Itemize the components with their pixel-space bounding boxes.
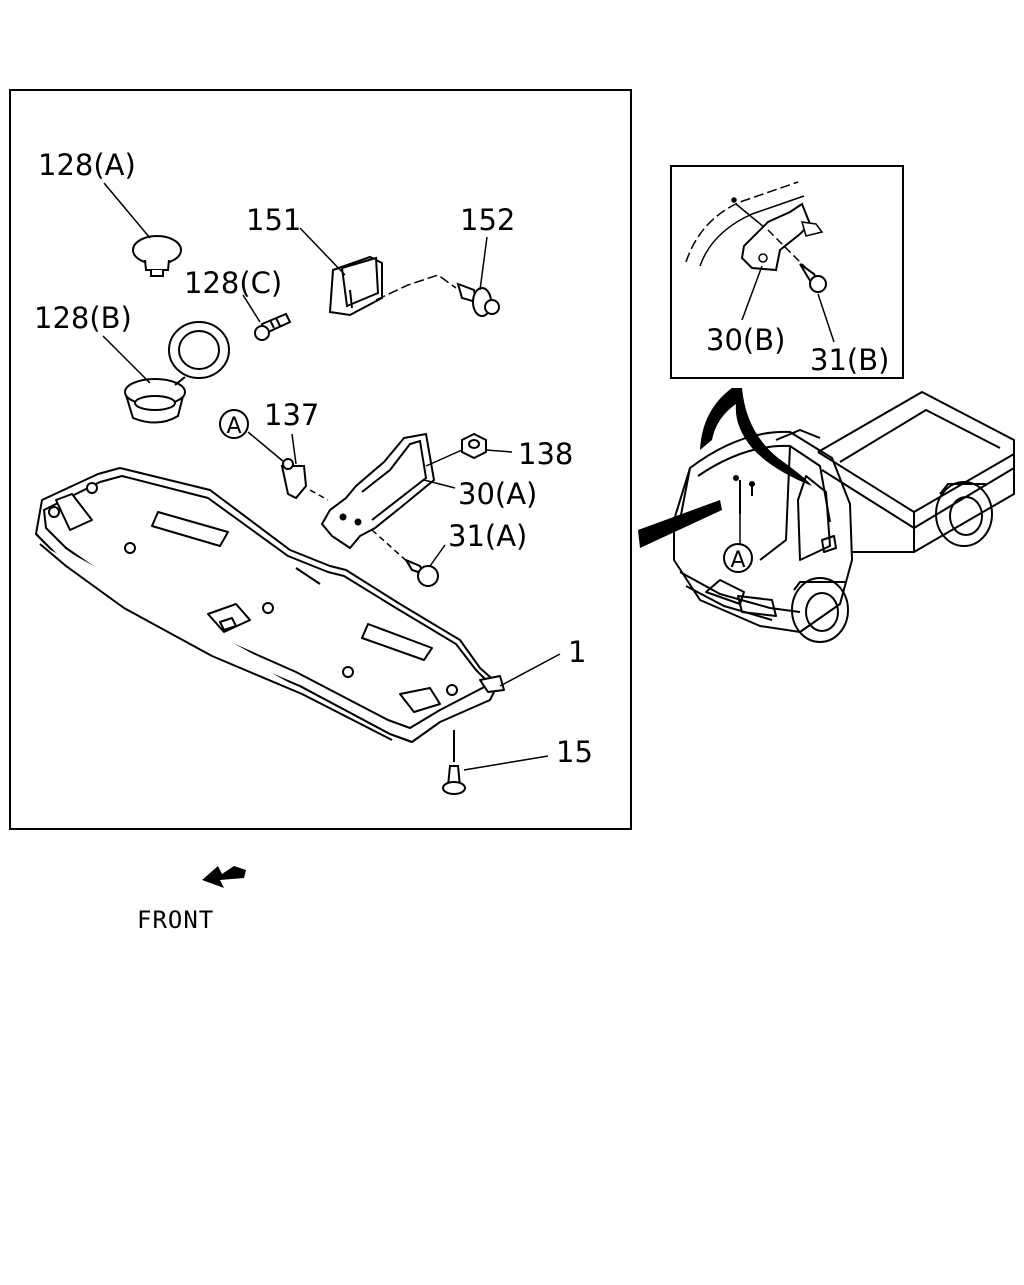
inset-detail — [685, 181, 835, 343]
main-frame — [9, 89, 632, 830]
part-clip-128a — [132, 235, 182, 277]
callout-128c: 128(C) — [184, 266, 282, 300]
callout-30b: 30(B) — [706, 323, 785, 357]
part-screw-128c — [254, 312, 292, 341]
leader-marker-a — [247, 431, 285, 463]
part-screw-15 — [442, 765, 466, 795]
leader-151 — [299, 227, 346, 276]
front-arrow-icon — [202, 866, 246, 888]
callout-152: 152 — [460, 203, 515, 237]
part-retainer-137 — [280, 458, 308, 500]
leader-128b — [102, 335, 151, 384]
leader-138-bracket — [425, 449, 463, 467]
leader-138 — [485, 449, 513, 453]
callout-31a: 31(A) — [448, 519, 527, 553]
part-nut-138 — [461, 432, 487, 460]
callout-137: 137 — [264, 398, 319, 432]
leader-151-152 — [375, 274, 457, 301]
leader-128a — [103, 182, 151, 239]
part-cap-128b — [124, 321, 230, 424]
part-bolt-31a — [403, 557, 439, 587]
ref-marker-main-letter: A — [226, 414, 241, 439]
truck-illustration — [673, 391, 1015, 643]
callout-1: 1 — [568, 635, 586, 669]
callout-128b: 128(B) — [34, 301, 132, 335]
front-label: FRONT — [137, 906, 214, 934]
leader-152 — [479, 236, 488, 291]
part-fastener-152 — [456, 282, 500, 317]
callout-31b: 31(B) — [810, 343, 889, 377]
leader-128c — [242, 294, 261, 323]
ref-marker-truck-letter: A — [730, 548, 745, 573]
leader-31a-bolt — [371, 529, 411, 565]
leader-30a — [423, 479, 456, 489]
swoosh-to-main — [638, 500, 722, 548]
callout-15: 15 — [556, 735, 593, 769]
swoosh-to-inset — [700, 388, 812, 486]
leader-31a — [429, 544, 446, 567]
callout-30a: 30(A) — [458, 477, 537, 511]
leader-15 — [463, 755, 549, 771]
leader-137-bracket — [309, 489, 329, 501]
leader-137 — [291, 433, 297, 465]
part-bracket-151 — [328, 255, 383, 317]
callout-138: 138 — [518, 437, 573, 471]
part-panel-1 — [35, 467, 505, 743]
part-bracket-30a — [320, 432, 436, 550]
ref-marker-truck: A — [723, 543, 753, 573]
inset-frame — [670, 165, 904, 379]
callout-128a: 128(A) — [38, 148, 136, 182]
ref-marker-main: A — [219, 409, 249, 439]
leader-1 — [499, 653, 561, 687]
callout-151: 151 — [246, 203, 301, 237]
